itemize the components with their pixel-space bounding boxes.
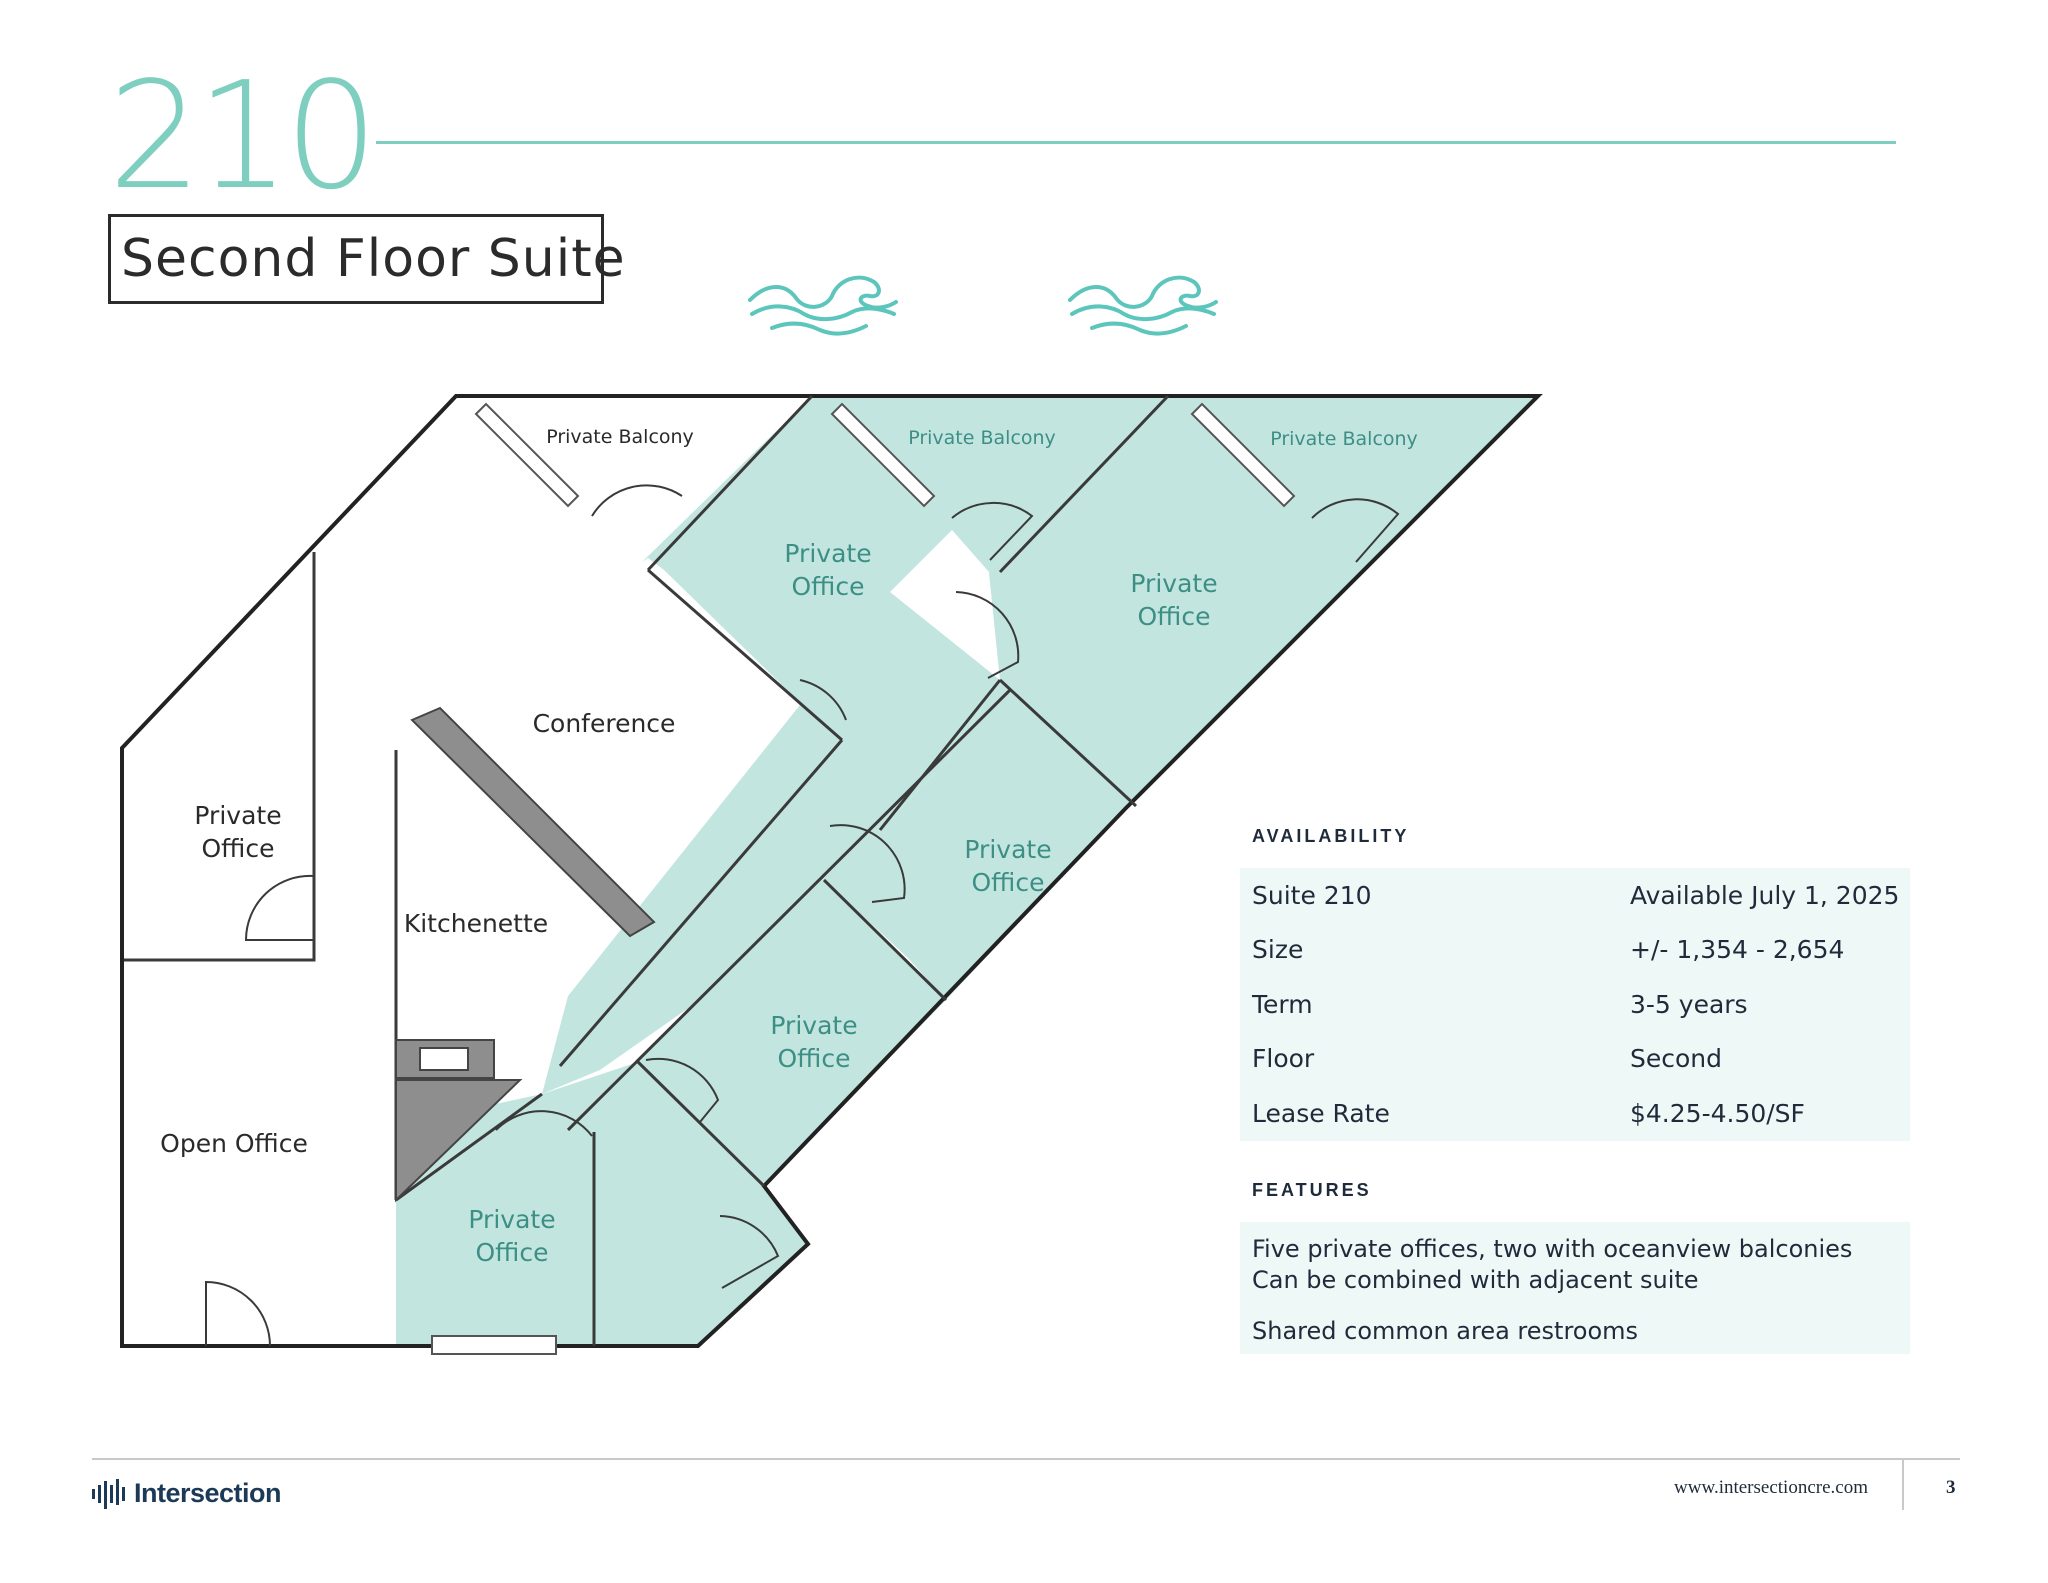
room-label-balcony: Private Balcony xyxy=(1270,428,1418,450)
highlight-office-mid xyxy=(824,572,1126,1000)
row-key: Size xyxy=(1252,935,1304,965)
row-value: +/- 1,354 - 2,654 xyxy=(1630,935,1845,965)
suite-number: 210 xyxy=(108,50,378,222)
highlight-office-top-1 xyxy=(642,396,1168,726)
room-label-kitchenette: Kitchenette xyxy=(403,909,549,938)
features-list: Five private offices, two with oceanview… xyxy=(1240,1222,1910,1354)
row-value: $4.25-4.50/SF xyxy=(1630,1098,1805,1128)
table-row: Suite 210 Available July 1, 2025 xyxy=(1240,868,1910,923)
website-link[interactable]: www.intersectioncre.com xyxy=(1674,1477,1868,1498)
table-row: Lease Rate $4.25-4.50/SF xyxy=(1240,1086,1910,1141)
room-label-private-office: Private Office xyxy=(468,1205,556,1267)
room-label-balcony: Private Balcony xyxy=(546,426,694,448)
features-heading: FEATURES xyxy=(1252,1180,1372,1200)
feature-item: Shared common area restrooms xyxy=(1252,1317,1639,1345)
footer-divider xyxy=(1902,1458,1904,1510)
row-value: Available July 1, 2025 xyxy=(1630,880,1900,910)
highlight-bottom xyxy=(396,1062,808,1346)
ocean-wave-icon xyxy=(1068,275,1218,336)
room-label-private-office: Private Office xyxy=(194,801,282,863)
row-key: Lease Rate xyxy=(1252,1098,1390,1128)
suite-name: Second Floor Suite xyxy=(121,229,626,289)
header-rule xyxy=(376,141,1896,144)
table-row: Term 3-5 years xyxy=(1240,977,1910,1032)
suite-name-box: Second Floor Suite xyxy=(108,214,625,304)
room-label-private-office: Private Office xyxy=(964,835,1052,897)
footer-rule xyxy=(92,1458,1960,1460)
page-number: 3 xyxy=(1946,1477,1956,1498)
brand-logo[interactable]: Intersection xyxy=(92,1478,282,1509)
row-key: Floor xyxy=(1252,1044,1315,1074)
highlight-office-top-2 xyxy=(989,396,1538,808)
feature-item: Five private offices, two with oceanview… xyxy=(1252,1235,1853,1263)
availability-heading: AVAILABILITY xyxy=(1252,826,1410,846)
row-value: 3-5 years xyxy=(1630,989,1748,1019)
highlight-corridor xyxy=(542,592,1000,1094)
feature-item: Can be combined with adjacent suite xyxy=(1252,1266,1699,1294)
row-key: Suite 210 xyxy=(1252,880,1372,910)
brand-name: Intersection xyxy=(134,1478,282,1508)
row-key: Term xyxy=(1252,989,1313,1019)
table-row: Floor Second xyxy=(1240,1032,1910,1087)
room-label-conference: Conference xyxy=(532,709,676,738)
room-label-private-office: Private Office xyxy=(770,1011,858,1073)
row-value: Second xyxy=(1630,1044,1723,1074)
table-row: Size +/- 1,354 - 2,654 xyxy=(1240,923,1910,978)
intersection-logo-icon xyxy=(92,1478,125,1509)
highlight-office-lower xyxy=(638,880,946,1186)
room-label-private-office: Private Office xyxy=(784,539,872,601)
room-label-open-office: Open Office xyxy=(160,1129,308,1158)
ocean-wave-icon xyxy=(748,275,898,336)
availability-table: Suite 210 Available July 1, 2025 Size +/… xyxy=(1240,868,1910,1141)
room-label-private-office: Private Office xyxy=(1130,569,1218,631)
room-label-balcony: Private Balcony xyxy=(908,427,1056,449)
